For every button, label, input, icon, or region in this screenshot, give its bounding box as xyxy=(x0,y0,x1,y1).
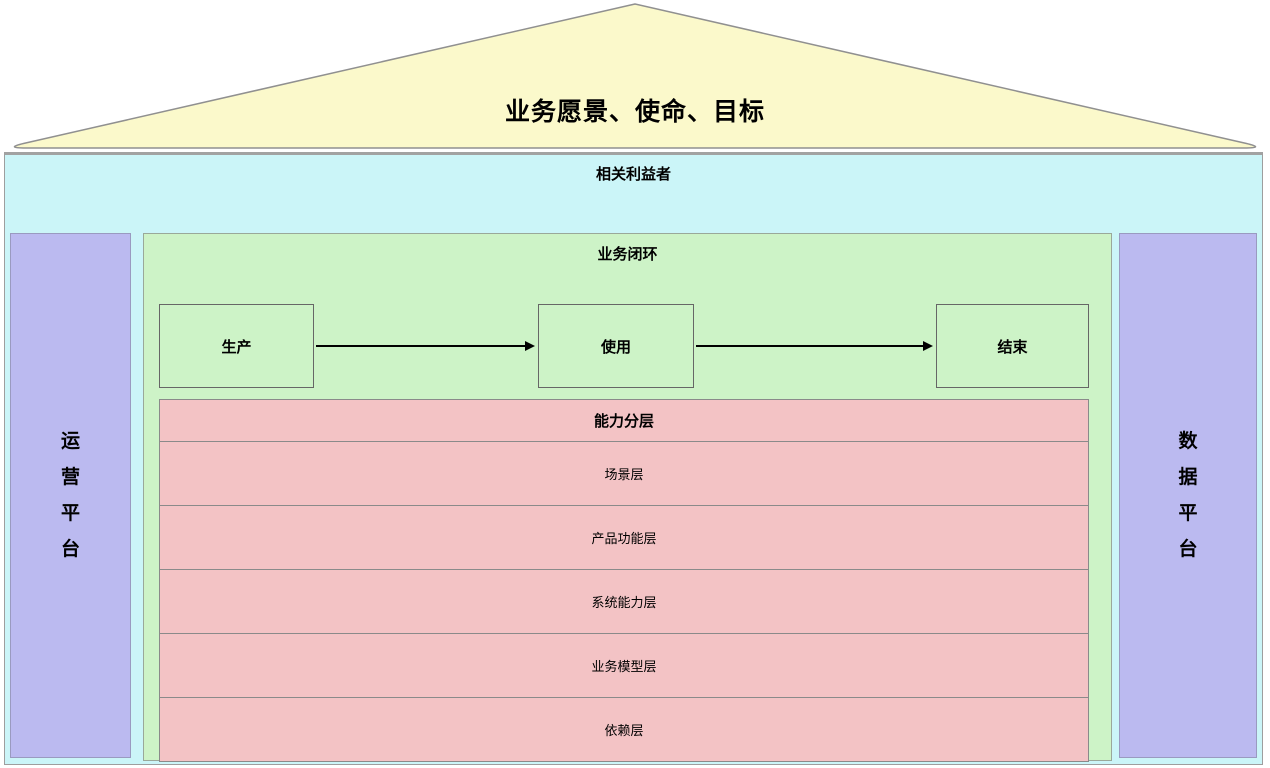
node-use: 使用 xyxy=(538,304,694,388)
operations-platform-pillar: 运营平台 xyxy=(10,233,131,758)
vision-mission-goals-title: 业务愿景、使命、目标 xyxy=(504,98,765,126)
layer-scenario: 场景层 xyxy=(160,441,1088,505)
data-platform-label: 数据平台 xyxy=(1178,430,1198,560)
layer-dependency: 依赖层 xyxy=(160,697,1088,761)
business-loop-container: 业务闭环 生产 使用 结束 能力分层 场景层 产品功能层 系统能力层 业务模型层… xyxy=(143,233,1112,762)
node-production: 生产 xyxy=(159,304,314,388)
operations-platform-label: 运营平台 xyxy=(60,430,80,560)
stakeholders-label: 相关利益者 xyxy=(595,166,671,183)
node-end: 结束 xyxy=(936,304,1089,388)
layer-system-capability: 系统能力层 xyxy=(160,569,1088,633)
layer-business-model: 业务模型层 xyxy=(160,633,1088,697)
capability-layers-container: 能力分层 场景层 产品功能层 系统能力层 业务模型层 依赖层 xyxy=(159,399,1089,762)
stakeholders-container: 相关利益者 运营平台 数据平台 业务闭环 生产 使用 结束 能力分层 场景层 产… xyxy=(4,152,1263,765)
business-loop-title: 业务闭环 xyxy=(597,246,658,263)
layer-product-function: 产品功能层 xyxy=(160,505,1088,569)
capability-layers-title: 能力分层 xyxy=(593,413,654,430)
data-platform-pillar: 数据平台 xyxy=(1119,233,1257,758)
roof-triangle xyxy=(13,3,1257,149)
arrow-use-to-end xyxy=(696,341,933,351)
arrow-production-to-use xyxy=(316,341,535,351)
